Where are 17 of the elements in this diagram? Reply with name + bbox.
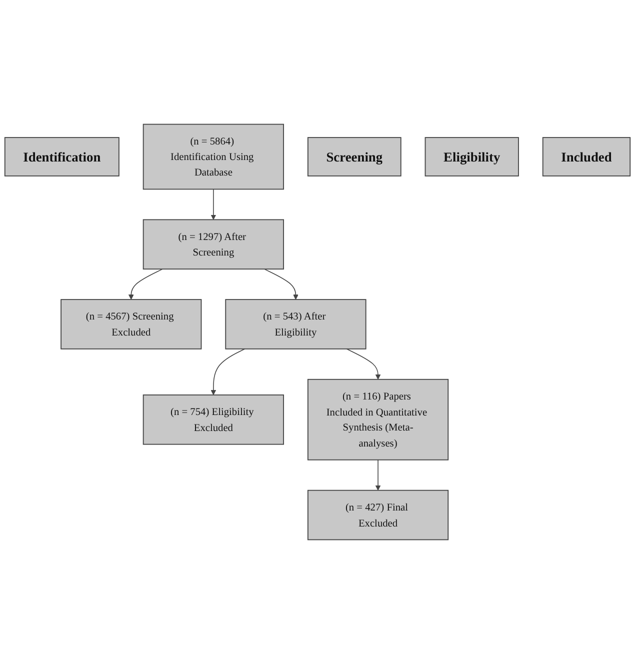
arrow (375, 459, 381, 491)
arrow (210, 188, 216, 220)
arrow (128, 268, 163, 300)
node-box: Identification (4, 137, 120, 176)
node-box: Screening (307, 137, 402, 176)
node-box: (n = 1297) After Screening (142, 219, 284, 270)
node-box: (n = 754) Eligibility Excluded (142, 394, 284, 445)
node-box: (n = 543) After Eligibility (225, 299, 366, 350)
node-box: (n = 5864) Identification Using Database (142, 124, 284, 190)
arrow (346, 348, 381, 380)
node-box: Eligibility (424, 137, 519, 176)
arrow (264, 268, 298, 300)
node-box: (n = 427) Final Excluded (307, 490, 449, 540)
arrow (210, 348, 246, 396)
node-box: Included (542, 137, 631, 176)
node-box: (n = 116) Papers Included in Quantitative Synthesis (Meta-analyses) (307, 378, 449, 460)
node-box: (n = 4567) Screening Excluded (60, 299, 202, 350)
